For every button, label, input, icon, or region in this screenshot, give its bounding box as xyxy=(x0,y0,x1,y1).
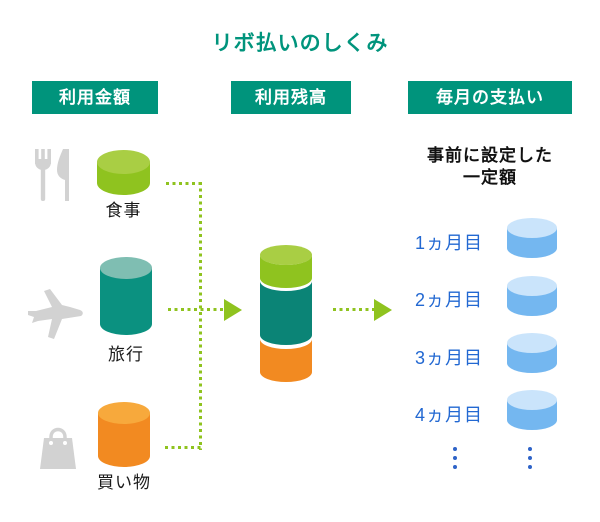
arrow-to-payment-icon xyxy=(374,299,392,321)
header-monthly-payment: 毎月の支払い xyxy=(408,81,572,114)
payment-note-line1: 事前に設定した xyxy=(427,146,553,165)
dotted-line-shopping xyxy=(165,446,203,449)
cylinder-meal-top xyxy=(97,150,150,174)
cylinder-travel-side xyxy=(100,268,152,335)
cylinder-month-2-top xyxy=(507,276,557,296)
label-month-4: 4ヵ月目 xyxy=(414,405,483,425)
payment-note-line2: 一定額 xyxy=(463,168,517,187)
cylinder-month-1 xyxy=(507,218,557,258)
airplane-icon xyxy=(24,285,86,348)
shopping-bag-icon xyxy=(37,423,79,476)
payment-note: 事前に設定した 一定額 xyxy=(400,145,580,189)
cylinder-month-2 xyxy=(507,276,557,316)
cylinder-meal xyxy=(97,150,150,195)
ellipsis-cylinders-icon xyxy=(528,447,532,469)
label-month-1: 1ヵ月目 xyxy=(414,233,483,253)
label-meal: 食事 xyxy=(105,201,142,220)
page-title: リボ払いのしくみ xyxy=(211,32,389,55)
cylinder-shopping-top xyxy=(98,402,150,424)
cylinder-travel-top xyxy=(100,257,152,279)
label-travel: 旅行 xyxy=(108,345,144,364)
cylinder-shopping xyxy=(98,402,150,467)
cylinder-month-4-top xyxy=(507,390,557,410)
dotted-line-travel xyxy=(168,308,224,311)
header-usage-balance: 利用残高 xyxy=(231,81,351,114)
header-usage-amount: 利用金額 xyxy=(32,81,158,114)
dotted-line-vertical xyxy=(199,182,202,450)
cylinder-month-3 xyxy=(507,333,557,373)
dotted-line-to-payment xyxy=(333,308,374,311)
dotted-line-meal xyxy=(166,182,202,185)
cylinder-travel xyxy=(100,257,152,335)
cylinder-month-4 xyxy=(507,390,557,430)
ellipsis-months-icon xyxy=(453,447,457,469)
cylinder-month-3-top xyxy=(507,333,557,353)
label-month-3: 3ヵ月目 xyxy=(414,348,483,368)
cylinder-balance-stacked xyxy=(260,245,312,387)
cylinder-month-1-top xyxy=(507,218,557,238)
label-month-2: 2ヵ月目 xyxy=(414,290,483,310)
fork-knife-icon xyxy=(33,149,79,206)
arrow-to-balance-icon xyxy=(224,299,242,321)
label-shopping: 買い物 xyxy=(97,473,151,492)
